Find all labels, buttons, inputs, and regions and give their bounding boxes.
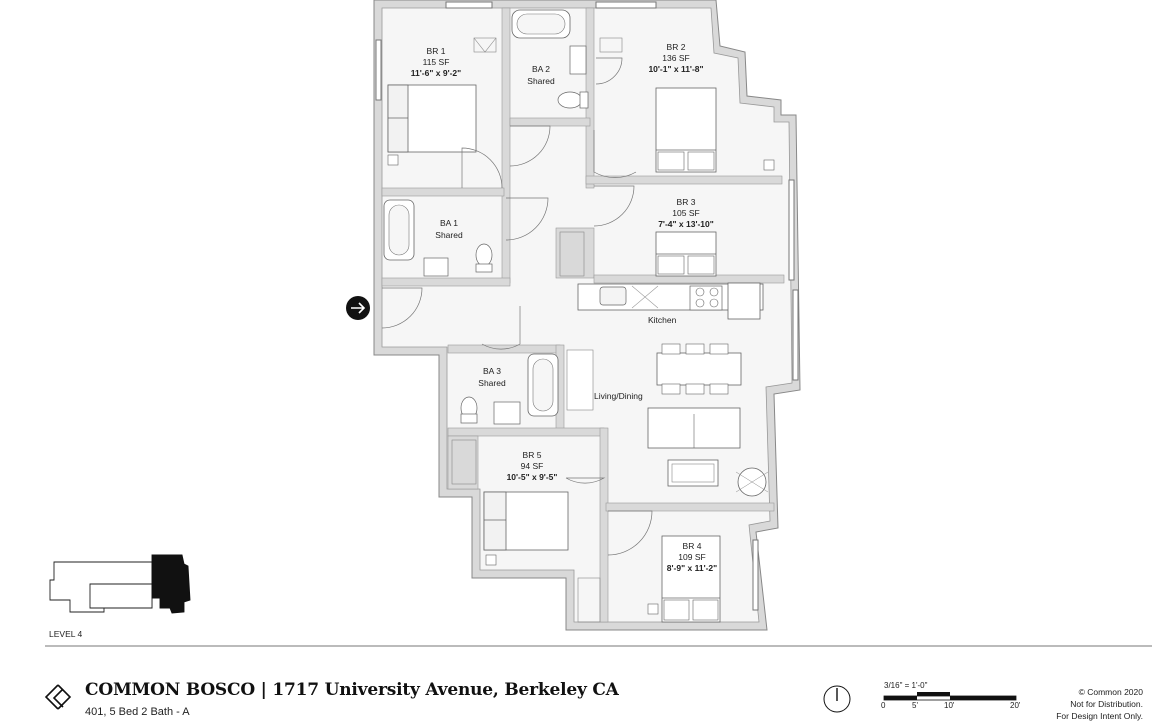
key-plan	[49, 554, 191, 614]
scale-tick: 10'	[944, 701, 955, 710]
br5-area: 94 SF	[521, 461, 544, 471]
living-label: Living/Dining	[594, 391, 643, 401]
br5-dims: 10'-5" x 9'-5"	[507, 472, 558, 482]
entry-arrow-icon[interactable]	[346, 296, 370, 320]
br4-room: BR 4 109 SF 8'-9" x 11'-2"	[577, 535, 721, 623]
windows	[375, 1, 799, 611]
scale-tick: 5'	[912, 701, 918, 710]
copyright-line: Not for Distribution.	[1070, 699, 1143, 709]
copyright-line: © Common 2020	[1078, 687, 1143, 697]
ba2-name: BA 2	[532, 64, 550, 74]
br5-name: BR 5	[523, 450, 542, 460]
ba1-note: Shared	[435, 230, 463, 240]
scale-bar	[883, 692, 1017, 701]
key-plan-highlight	[151, 554, 191, 614]
kitchen-label: Kitchen	[648, 315, 677, 325]
br3-dims: 7'-4" x 13'-10"	[658, 219, 714, 229]
ba1-name: BA 1	[440, 218, 458, 228]
kitchen: Kitchen	[577, 282, 764, 325]
br3-area: 105 SF	[672, 208, 699, 218]
br3-room: BR 3 105 SF 7'-4" x 13'-10"	[559, 197, 717, 277]
project-title: COMMON BOSCO | 1717 University Avenue, B…	[85, 680, 619, 700]
ba3-room: BA 3 Shared	[460, 353, 559, 425]
copyright-block: © Common 2020 Not for Distribution. For …	[1056, 686, 1143, 722]
br4-name: BR 4	[683, 541, 702, 551]
br2-name: BR 2	[667, 42, 686, 52]
common-logo-icon	[44, 684, 72, 710]
ba2-note: Shared	[527, 76, 555, 86]
br2-area: 136 SF	[662, 53, 689, 63]
scale-tick: 20'	[1010, 701, 1021, 710]
br3-name: BR 3	[677, 197, 696, 207]
br1-dims: 11'-6" x 9'-2"	[411, 68, 461, 78]
copyright-line: For Design Intent Only.	[1056, 711, 1143, 721]
unit-subtitle: 401, 5 Bed 2 Bath - A	[85, 706, 190, 718]
br4-dims: 8'-9" x 11'-2"	[667, 563, 717, 573]
br4-area: 109 SF	[678, 552, 705, 562]
living-dining: Living/Dining	[566, 343, 769, 497]
north-arrow-icon	[823, 685, 851, 713]
br1-area: 115 SF	[423, 57, 450, 67]
br5-room: BR 5 94 SF 10'-5" x 9'-5"	[451, 439, 569, 566]
br2-room: BR 2 136 SF 10'-1" x 11'-8"	[599, 37, 775, 173]
level-label: LEVEL 4	[49, 629, 83, 639]
scale-tick: 0	[881, 701, 886, 710]
br1-room: BR 1 115 SF 11'-6" x 9'-2"	[387, 37, 497, 166]
ba3-note: Shared	[478, 378, 506, 388]
ba1-room: BA 1 Shared	[383, 199, 493, 277]
scale-label: 3/16" = 1'-0"	[884, 681, 928, 690]
ba2-room: BA 2 Shared	[511, 9, 589, 109]
br2-dims: 10'-1" x 11'-8"	[648, 64, 703, 74]
door-swings	[381, 57, 653, 556]
ba3-name: BA 3	[483, 366, 501, 376]
br1-name: BR 1	[427, 46, 446, 56]
